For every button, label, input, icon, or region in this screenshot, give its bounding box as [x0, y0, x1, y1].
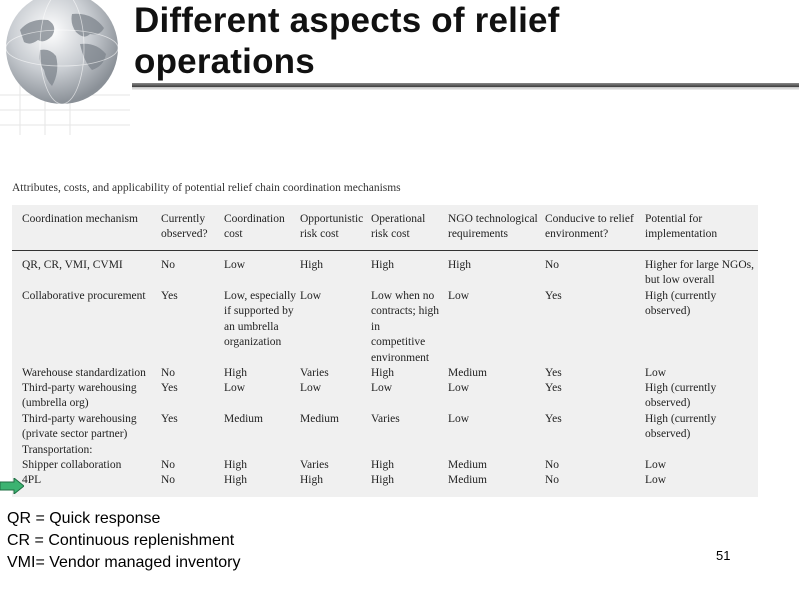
- table-cell: High (currently observed): [645, 413, 717, 441]
- footnote-qr: QR = Quick response: [7, 510, 161, 527]
- table-cell: Low, especially if supported by an umbre…: [224, 290, 297, 349]
- globe-icon: [0, 0, 130, 135]
- table-cell: No: [545, 259, 560, 271]
- page-title: Different aspects of relief operations: [134, 0, 784, 82]
- table-cell: Low: [300, 382, 322, 394]
- table-cell: High (currently observed): [645, 382, 717, 410]
- table-cell: Third-party warehousing (private sector …: [22, 413, 137, 441]
- table-cell: Medium: [224, 413, 263, 425]
- table-cell: Low: [224, 259, 246, 271]
- table-cell: Low: [448, 290, 470, 302]
- footnote-vmi: VMI= Vendor managed inventory: [7, 554, 241, 571]
- coordination-table: [12, 205, 758, 497]
- table-cell: Shipper collaboration: [22, 459, 122, 471]
- table-cell: Low: [300, 290, 322, 302]
- table-header-cell: Conducive to relief environment?: [545, 213, 634, 241]
- table-cell: Varies: [371, 413, 400, 425]
- table-cell: QR, CR, VMI, CVMI: [22, 259, 123, 271]
- footnotes: QR = Quick response CR = Continuous repl…: [7, 508, 240, 574]
- table-header-cell: Coordination mechanism: [22, 213, 138, 225]
- table-cell: Yes: [545, 413, 562, 425]
- table-cell: High: [224, 367, 247, 379]
- table-cell: No: [161, 474, 176, 486]
- table-cell: High: [371, 459, 394, 471]
- table-cell: Warehouse standardization: [22, 367, 146, 379]
- table-cell: Collaborative procurement: [22, 290, 146, 302]
- table-cell: Yes: [161, 290, 178, 302]
- table-cell: Higher for large NGOs, but low overall: [645, 259, 755, 287]
- table-cell: High: [371, 367, 394, 379]
- table-cell: High: [371, 474, 394, 486]
- table-header-cell: Coordination cost: [224, 213, 285, 241]
- table-cell: High: [224, 474, 247, 486]
- table-cell: Third-party warehousing (umbrella org): [22, 382, 137, 410]
- table-caption: Attributes, costs, and applicability of …: [12, 182, 401, 194]
- arrow-right-icon[interactable]: [0, 478, 24, 494]
- table-header-cell: Potential for implementation: [645, 213, 718, 241]
- table-cell: Yes: [545, 382, 562, 394]
- table-cell: Yes: [161, 413, 178, 425]
- table-cell: Low: [645, 459, 667, 471]
- table-cell: Varies: [300, 367, 329, 379]
- table-cell: 4PL: [22, 474, 42, 486]
- table-cell: Low: [448, 413, 470, 425]
- table-cell: No: [161, 259, 176, 271]
- table-cell: High (currently observed): [645, 290, 717, 318]
- table-cell: Low: [224, 382, 246, 394]
- table-header-cell: Currently observed?: [161, 213, 208, 241]
- title-rule-shadow: [132, 87, 799, 90]
- table-header-cell: Operational risk cost: [371, 213, 426, 241]
- table-cell: Low when no contracts; high in competiti…: [371, 290, 440, 364]
- table-cell: High: [300, 259, 323, 271]
- table-cell: High: [448, 259, 471, 271]
- title-line-2: operations: [134, 42, 315, 81]
- table-cell: No: [161, 459, 176, 471]
- table-cell: High: [371, 259, 394, 271]
- table-header-cell: NGO technological requirements: [448, 213, 538, 241]
- table-cell: Medium: [448, 474, 487, 486]
- table-cell: High: [224, 459, 247, 471]
- table-cell: No: [161, 367, 176, 379]
- table-cell: No: [545, 459, 560, 471]
- table-header-cell: Opportunistic risk cost: [300, 213, 364, 241]
- table-cell: Yes: [545, 290, 562, 302]
- table-cell: Yes: [161, 382, 178, 394]
- table-cell: Low: [645, 474, 667, 486]
- page-number: 51: [716, 548, 731, 563]
- table-cell: Medium: [448, 459, 487, 471]
- table-cell: Medium: [448, 367, 487, 379]
- table-cell: High: [300, 474, 323, 486]
- table-cell: Low: [448, 382, 470, 394]
- table-cell: Transportation:: [22, 444, 93, 456]
- table-cell: Yes: [545, 367, 562, 379]
- title-line-1: Different aspects of relief: [134, 1, 560, 40]
- table-cell: Low: [371, 382, 393, 394]
- table-cell: Low: [645, 367, 667, 379]
- footnote-cr: CR = Continuous replenishment: [7, 532, 235, 549]
- table-cell: Varies: [300, 459, 329, 471]
- table-cell: Medium: [300, 413, 339, 425]
- table-cell: No: [545, 474, 560, 486]
- title-rule: [132, 83, 799, 87]
- table-header-rule: [12, 250, 758, 251]
